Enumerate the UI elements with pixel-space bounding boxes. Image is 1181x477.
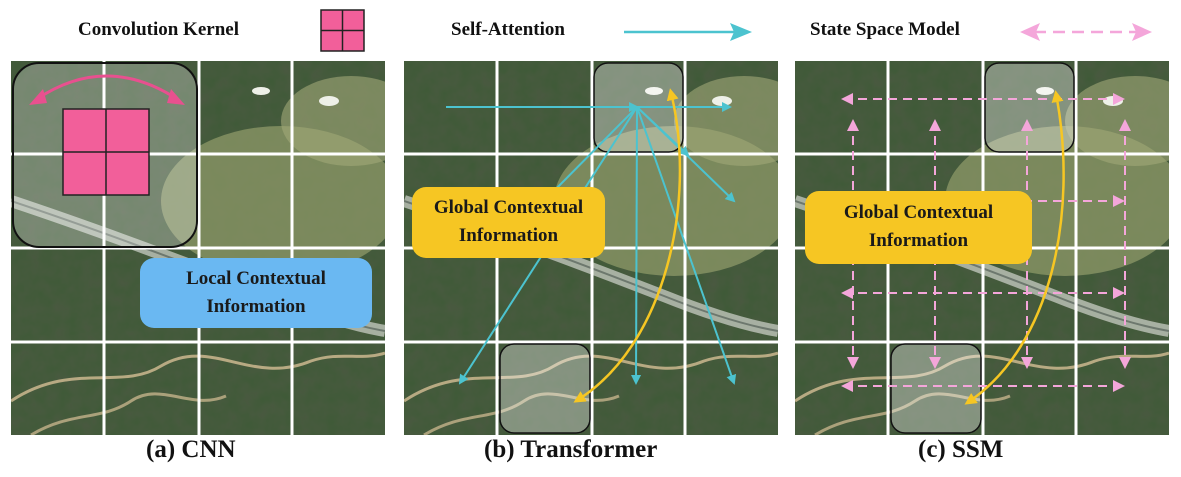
legend-self-attention-label: Self-Attention [451, 19, 565, 40]
info-box-line-1: Global Contextual [843, 202, 994, 223]
info-box-line-2: Information [458, 225, 559, 246]
caption-cnn: (a) CNN [146, 436, 236, 463]
info-box-line-2: Information [868, 230, 969, 251]
info-box-line-2: Information [206, 296, 306, 317]
satellite-map-cnn [11, 61, 385, 435]
global-contextual-info-box: Global Contextual Information [805, 191, 1032, 264]
global-contextual-info-box: Global Contextual Information [412, 187, 605, 258]
legend-kernel-icon [320, 9, 365, 52]
legend-state-space-model-label: State Space Model [810, 19, 960, 40]
info-box-line-1: Global Contextual [433, 197, 584, 218]
panel-ssm: Global Contextual Information [795, 61, 1169, 435]
caption-transformer: (b) Transformer [484, 436, 658, 463]
info-box-line-1: Local Contextual [186, 268, 326, 289]
legend-ssm-arrow-icon [1020, 23, 1152, 41]
legend-convolution-kernel-label: Convolution Kernel [78, 19, 239, 40]
legend-attention-arrow-icon [624, 23, 752, 41]
caption-ssm: (c) SSM [918, 436, 1004, 463]
panel-cnn: Local Contextual Information [11, 61, 385, 435]
panel-transformer: Global Contextual Information [404, 61, 778, 435]
local-contextual-info-box: Local Contextual Information [140, 258, 372, 328]
